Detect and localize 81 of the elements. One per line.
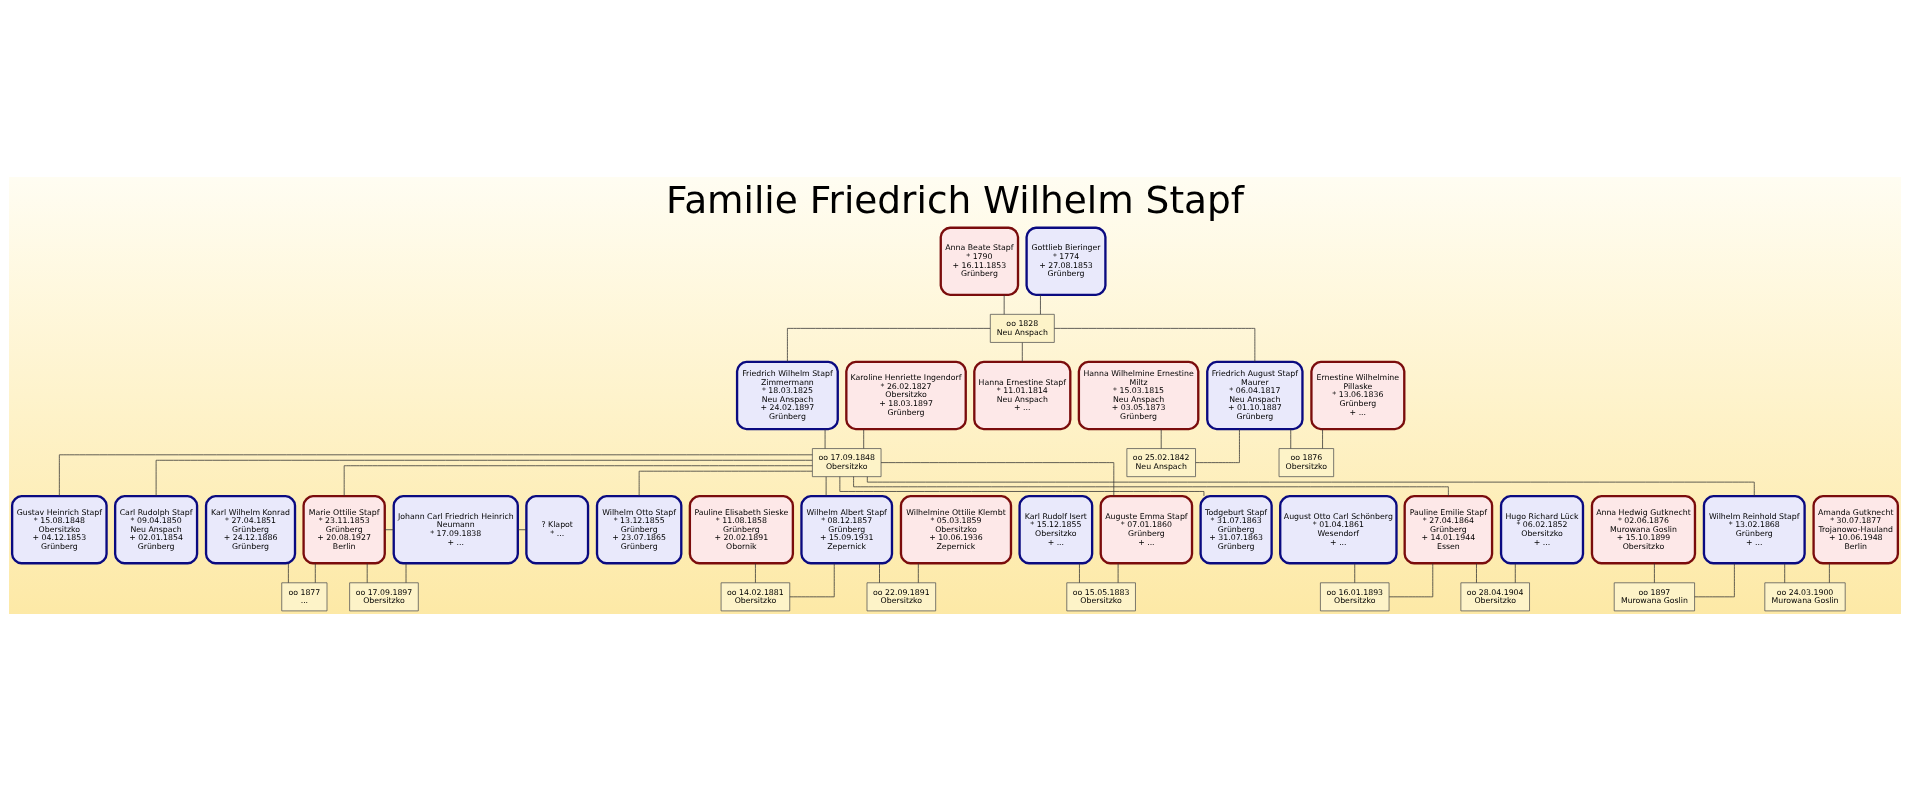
node-box: oo 16.01.1893 Obersitzko bbox=[1320, 582, 1390, 612]
connector bbox=[853, 476, 1449, 497]
node-box: ? Klapot * ... bbox=[525, 495, 590, 565]
connector bbox=[1290, 428, 1292, 449]
node-box: Friedrich August Stapf Maurer * 06.04.1817 Neu Anspach + 01.10.1887 Grünberg bbox=[1206, 360, 1304, 431]
connector bbox=[517, 529, 527, 531]
connector bbox=[638, 470, 813, 497]
node-box: Ernestine Wilhelmine Pillaske * 13.06.1836 Grünberg + ... bbox=[1310, 360, 1406, 431]
connector bbox=[866, 476, 1755, 497]
node-box: Karoline Henriette Ingendorf * 26.02.1827 Obersitzko + 18.03.1897 Grünberg bbox=[845, 360, 967, 431]
node-box: oo 17.09.1897 Obersitzko bbox=[349, 582, 419, 612]
node-box: Friedrich Wilhelm Stapf Zimmermann * 18.03.1825 Neu Anspach + 24.02.1897 Grünberg bbox=[735, 360, 839, 431]
connector bbox=[343, 465, 813, 497]
node-box: Karl Rudolf Isert * 15.12.1855 Obersitzko + ... bbox=[1018, 495, 1094, 565]
connector bbox=[155, 459, 813, 497]
connector bbox=[1021, 342, 1023, 363]
connector bbox=[1040, 294, 1041, 315]
connector bbox=[825, 476, 827, 497]
connector bbox=[879, 563, 880, 584]
connector bbox=[1354, 563, 1356, 584]
node-box: Wilhelm Albert Stapf * 08.12.1857 Grünberg + 15.09.1931 Zepernick bbox=[800, 495, 894, 565]
connector bbox=[314, 563, 316, 584]
connector bbox=[405, 563, 407, 584]
connector bbox=[58, 454, 813, 497]
node-box: Pauline Emilie Stapf * 27.04.1864 Grünberg + 14.01.1944 Essen bbox=[1403, 495, 1494, 565]
connector bbox=[1514, 563, 1516, 584]
node-box: August Otto Carl Schönberg * 01.04.1861 Wesendorf + ... bbox=[1279, 495, 1398, 565]
connector bbox=[755, 563, 756, 584]
connector bbox=[1117, 563, 1119, 584]
connector bbox=[824, 428, 826, 449]
connector bbox=[1195, 428, 1240, 463]
node-box: oo 14.02.1881 Obersitzko bbox=[720, 582, 791, 612]
connector bbox=[1054, 328, 1256, 363]
node-box: Wilhelm Otto Stapf * 13.12.1855 Grünberg + 23.07.1865 Grünberg bbox=[595, 495, 683, 565]
connector bbox=[1784, 563, 1786, 584]
node-box: Hugo Richard Lück * 06.02.1852 Obersitzko + ... bbox=[1499, 495, 1585, 565]
node-box: Hanna Ernestine Stapf * 11.01.1814 Neu Anspach + ... bbox=[973, 360, 1072, 431]
node-box: oo 25.02.1842 Neu Anspach bbox=[1126, 448, 1196, 478]
node-box: Todgeburt Stapf * 31.07.1863 Grünberg + 31.07.1863 Grünberg bbox=[1199, 495, 1273, 565]
connector bbox=[1829, 563, 1830, 584]
node-box: Carl Rudolph Stapf * 09.04.1850 Neu Anspach + 02.01.1854 Grünberg bbox=[113, 495, 199, 565]
node-box: Gustav Heinrich Stapf * 15.08.1848 Obersitzko + 04.12.1853 Grünberg bbox=[10, 495, 108, 565]
connector bbox=[384, 529, 394, 531]
connector bbox=[1388, 563, 1434, 598]
connector bbox=[1160, 428, 1162, 449]
connector bbox=[1654, 563, 1655, 584]
node-box: Pauline Elisabeth Sieske * 11.08.1858 Grünberg + 20.02.1891 Obornik bbox=[688, 495, 795, 565]
node-box: Amanda Gutknecht * 30.07.1877 Trojanowo-Hauland + 10.06.1948 Berlin bbox=[1812, 495, 1900, 565]
node-box: Karl Wilhelm Konrad * 27.04.1851 Grünberg + 24.12.1886 Grünberg bbox=[204, 495, 297, 565]
connector bbox=[839, 476, 1205, 497]
node-box: Wilhelmine Ottilie Klembt * 05.03.1859 Obersitzko + 10.06.1936 Zepernick bbox=[899, 495, 1013, 565]
node-box: oo 22.09.1891 Obersitzko bbox=[866, 582, 937, 612]
node-box: oo 1897 Murowana Goslin bbox=[1613, 582, 1695, 612]
connector bbox=[1003, 294, 1005, 315]
node-box: Anna Beate Stapf * 1790 + 16.11.1853 Grünberg bbox=[939, 226, 1020, 296]
node-box: Hanna Wilhelmine Ernestine Miltz * 15.03.1815 Neu Anspach + 03.05.1873 Grünberg bbox=[1077, 360, 1200, 431]
connector bbox=[1079, 563, 1080, 584]
connector bbox=[1322, 428, 1323, 449]
node-box: oo 1876 Obersitzko bbox=[1278, 448, 1335, 478]
node-box: Johann Carl Friedrich Heinrich Neumann * 17.09.1838 + ... bbox=[392, 495, 519, 565]
connector bbox=[789, 563, 835, 598]
connector bbox=[366, 563, 368, 584]
node-box: Marie Ottilie Stapf * 23.11.1853 Grünberg + 20.08.1927 Berlin bbox=[302, 495, 386, 565]
node-box: oo 24.03.1900 Murowana Goslin bbox=[1764, 582, 1846, 612]
connector bbox=[917, 563, 919, 584]
node-box: oo 1877 ... bbox=[281, 582, 328, 612]
node-box: Gottlieb Bieringer * 1774 + 27.08.1853 Grünberg bbox=[1025, 226, 1107, 296]
node-box: Auguste Emma Stapf * 07.01.1860 Grünberg + ... bbox=[1099, 495, 1194, 565]
connector bbox=[863, 428, 865, 449]
connector bbox=[1694, 563, 1735, 598]
connector bbox=[1476, 563, 1477, 584]
node-box: oo 1828 Neu Anspach bbox=[989, 313, 1055, 343]
node-box: Anna Hedwig Gutknecht * 02.06.1876 Murowana Goslin + 15.10.1899 Obersitzko bbox=[1590, 495, 1697, 565]
connector bbox=[880, 462, 1115, 497]
node-box: oo 28.04.1904 Obersitzko bbox=[1460, 582, 1530, 612]
node-box: oo 15.05.1883 Obersitzko bbox=[1066, 582, 1136, 612]
diagram-title: Familie Friedrich Wilhelm Stapf bbox=[666, 178, 1244, 223]
connector bbox=[288, 563, 289, 584]
node-box: Wilhelm Reinhold Stapf * 13.02.1868 Grünberg + ... bbox=[1702, 495, 1806, 565]
node-box: oo 17.09.1848 Obersitzko bbox=[812, 448, 882, 478]
connector bbox=[787, 328, 991, 363]
